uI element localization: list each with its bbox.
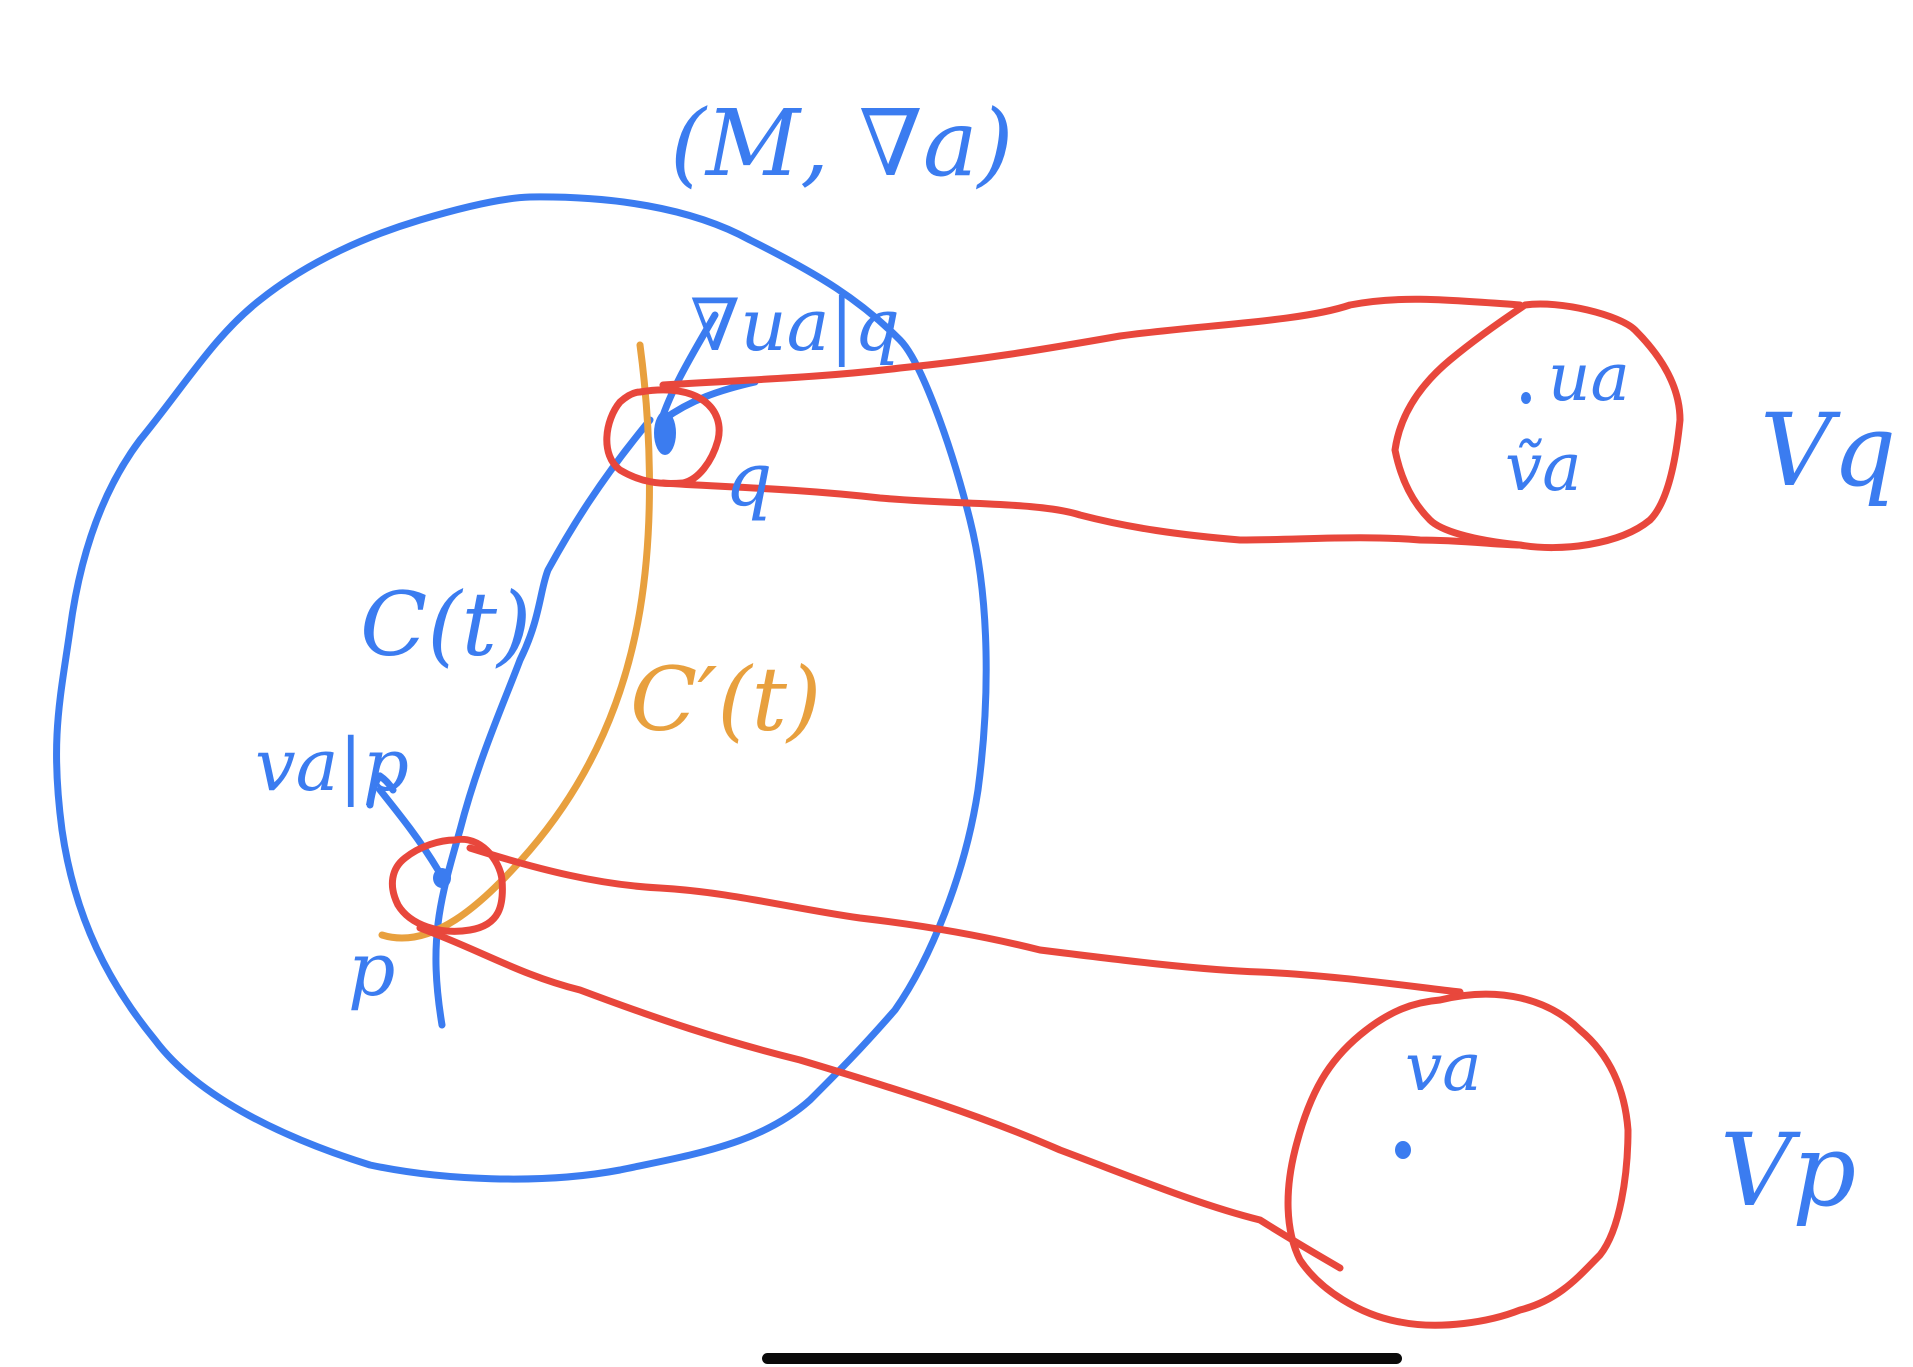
label-u-in-vq: ua (1548, 339, 1630, 416)
neighborhood-p (388, 835, 506, 935)
manifold-outline (53, 193, 990, 1183)
curve-c (432, 416, 654, 1029)
curve-c-prime (378, 341, 653, 942)
vector-v-arrowhead (366, 772, 397, 809)
label-c-t: C(t) (360, 573, 531, 676)
home-indicator-bar (762, 1353, 1402, 1364)
neighborhood-q (603, 386, 723, 488)
point-p-dot (433, 868, 451, 888)
space-vp-outline (1284, 990, 1632, 1329)
label-nabla-u: ∇ua|q (690, 283, 900, 367)
tube-p-lower (416, 924, 1344, 1272)
tube-q-upper (659, 295, 1524, 389)
vq-point-dot (1521, 392, 1531, 404)
vector-v-at-p (376, 786, 442, 874)
point-q-dot (654, 411, 676, 455)
tube-q-lower (659, 479, 1524, 549)
label-v-at-p: va|p (255, 723, 409, 807)
label-p: p (348, 927, 395, 1013)
label-q: q (725, 437, 772, 523)
tangent-vector-u (659, 378, 759, 424)
label-space-vp: Vp (1720, 1112, 1856, 1229)
label-manifold: (M, ∇a) (670, 90, 1014, 197)
label-v-in-vp: va (1405, 1029, 1482, 1106)
tube-p-upper (466, 844, 1464, 996)
vp-point-dot (1395, 1141, 1411, 1159)
label-space-vq: Vq (1760, 392, 1896, 509)
label-v-tilde-in-vq: ṽa (1505, 429, 1582, 506)
label-c-prime-t: C′(t) (630, 648, 821, 751)
space-vq-outline (1391, 300, 1684, 552)
